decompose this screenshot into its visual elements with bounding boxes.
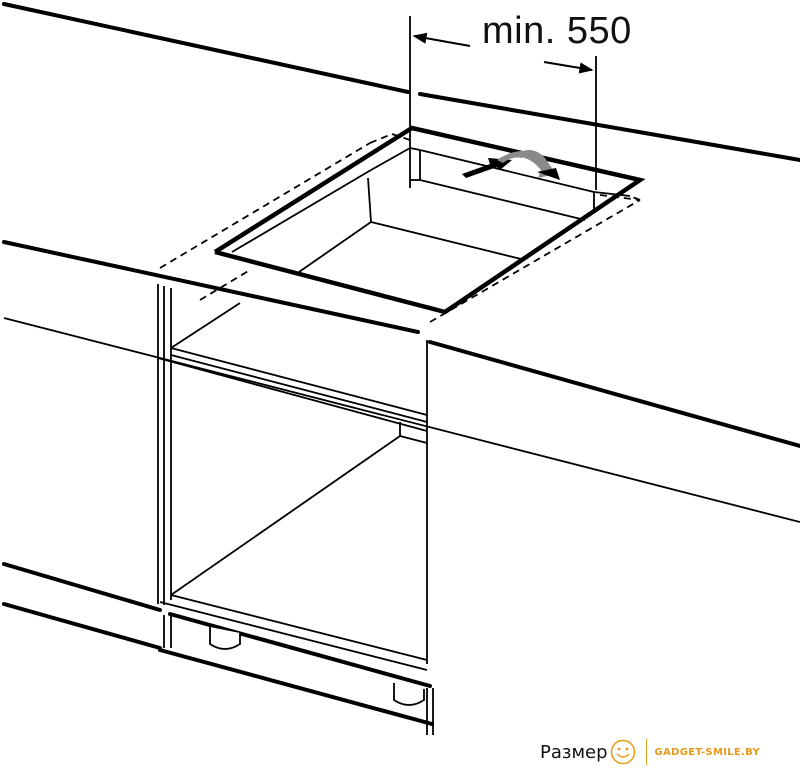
smiley-icon bbox=[610, 739, 635, 765]
dimension-label: min. 550 bbox=[482, 10, 632, 52]
drawing-line bbox=[418, 92, 800, 162]
drawing-line bbox=[170, 347, 428, 416]
cabinet-foot bbox=[209, 627, 241, 650]
drawing-line bbox=[298, 221, 372, 273]
drawing-line bbox=[409, 147, 421, 151]
drawing-line bbox=[593, 191, 631, 197]
dimension-arrow bbox=[543, 61, 594, 74]
drawing-line bbox=[157, 357, 428, 432]
drawing-line bbox=[3, 317, 161, 359]
watermark-text: Размер bbox=[540, 741, 608, 763]
drawing-line bbox=[369, 133, 393, 144]
drawing-line bbox=[159, 142, 371, 269]
countertop-edges bbox=[2, 2, 800, 726]
drawing-line bbox=[429, 199, 641, 323]
drawing-line bbox=[170, 302, 241, 349]
drawing-line bbox=[170, 354, 428, 423]
drawing-line bbox=[2, 602, 162, 650]
watermark-brand: GADGET-SMILE.BY bbox=[654, 746, 761, 758]
drawing-line bbox=[2, 2, 410, 94]
rotation-arrow-icon bbox=[462, 150, 560, 180]
cabinet-foot bbox=[393, 683, 425, 706]
drawing-line bbox=[170, 594, 428, 661]
drawing-line bbox=[391, 133, 411, 141]
drawing-line bbox=[170, 435, 401, 596]
drawing-line bbox=[370, 147, 411, 171]
drawing-line bbox=[367, 177, 372, 223]
drawing-line bbox=[2, 240, 420, 334]
hob-outline-dashed bbox=[159, 133, 641, 323]
cabinet-lines bbox=[3, 16, 800, 735]
drawing-line bbox=[159, 357, 800, 523]
dimension-arrows bbox=[412, 32, 594, 74]
drawing-line bbox=[399, 435, 428, 444]
drawing-line bbox=[199, 269, 251, 301]
cutout-outline bbox=[213, 125, 646, 315]
drawing-line bbox=[428, 340, 800, 448]
dimension-arrow bbox=[412, 32, 471, 47]
drawing-line bbox=[168, 612, 432, 688]
drawing-line bbox=[370, 221, 522, 260]
drawing-line bbox=[158, 648, 434, 726]
drawing-line bbox=[599, 194, 641, 201]
drawing-line bbox=[419, 149, 595, 193]
watermark: Размер GADGET-SMILE.BY bbox=[540, 735, 760, 769]
drawing-line bbox=[2, 562, 162, 612]
drawing-line bbox=[419, 179, 586, 221]
drawing-line bbox=[231, 169, 372, 253]
cabinet-feet bbox=[209, 627, 425, 706]
drawing-line bbox=[159, 601, 428, 671]
watermark-separator bbox=[645, 739, 647, 765]
